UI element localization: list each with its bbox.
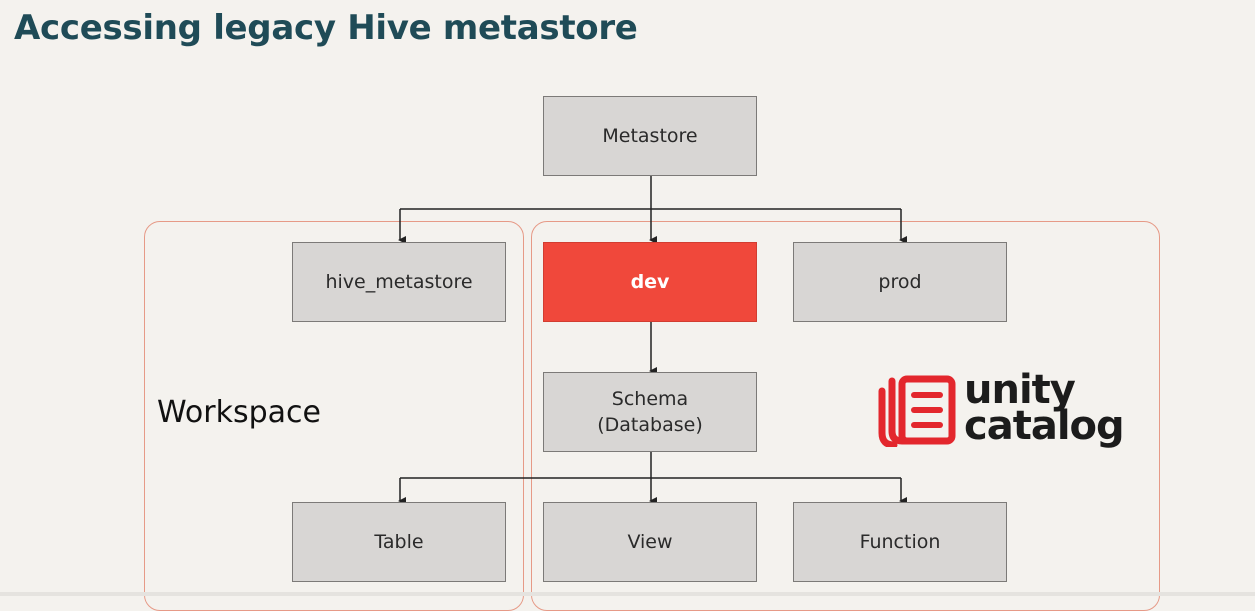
unity-catalog-wordmark: unity catalog: [964, 367, 1125, 449]
unity-catalog-logo: unity catalog: [878, 367, 1128, 458]
unity-catalog-icon: [878, 375, 956, 447]
dev-catalog-node: dev: [543, 242, 757, 322]
slide-title: Accessing legacy Hive metastore: [14, 8, 638, 48]
workspace-label: Workspace: [157, 395, 321, 430]
metastore-node: Metastore: [543, 96, 757, 176]
connectors: [398, 176, 907, 505]
hive-metastore-node: hive_metastore: [292, 242, 506, 322]
function-node: Function: [793, 502, 1007, 582]
table-node: Table: [292, 502, 506, 582]
prod-catalog-node: prod: [793, 242, 1007, 322]
bottom-bar: [0, 592, 1255, 596]
view-node: View: [543, 502, 757, 582]
schema-node: Schema (Database): [543, 372, 757, 452]
